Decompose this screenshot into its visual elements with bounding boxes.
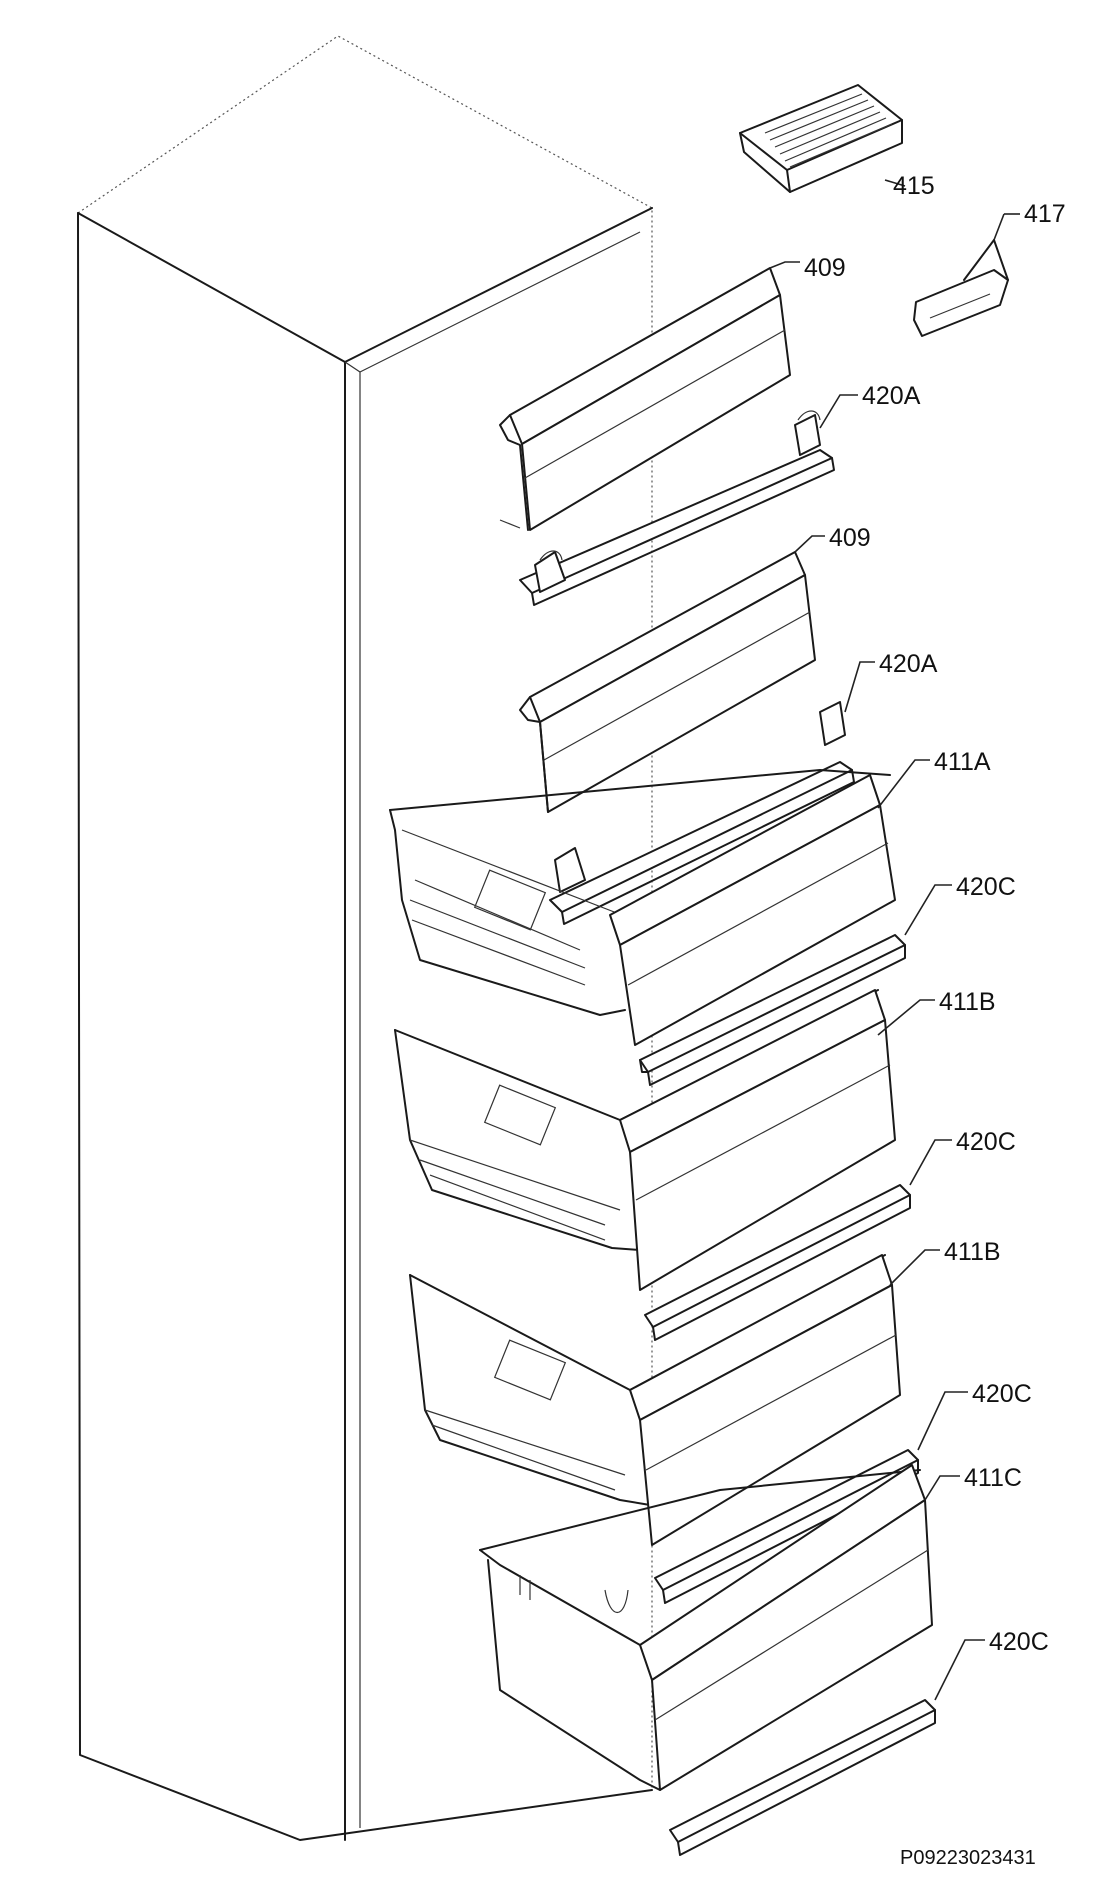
part-420c-rail-2 bbox=[644, 1184, 911, 1341]
part-411b-drawer-1 bbox=[394, 989, 896, 1291]
part-411b-drawer-2 bbox=[409, 1254, 901, 1546]
part-415-tray bbox=[739, 84, 903, 193]
part-409-flap-lower bbox=[519, 551, 816, 813]
document-code: P09223023431 bbox=[900, 1847, 1036, 1869]
callout-420a-upper: 420A bbox=[862, 382, 921, 410]
leader-lines bbox=[769, 179, 1020, 1701]
part-411a-drawer bbox=[389, 769, 896, 1046]
callout-420a-lower: 420A bbox=[879, 650, 938, 678]
part-409-flap-upper bbox=[499, 267, 791, 531]
part-420c-rail-1 bbox=[639, 934, 906, 1086]
callout-411c: 411C bbox=[964, 1464, 1022, 1492]
callout-420c-1: 420C bbox=[956, 873, 1016, 901]
callout-417: 417 bbox=[1024, 200, 1066, 228]
part-420c-rail-4 bbox=[669, 1699, 936, 1856]
callout-411a: 411A bbox=[934, 748, 991, 776]
callout-411b-1: 411B bbox=[939, 988, 996, 1016]
part-417-bracket bbox=[913, 239, 1009, 337]
cabinet bbox=[77, 35, 653, 1841]
callout-420c-4: 420C bbox=[989, 1628, 1049, 1656]
callout-labels: 415 417 409 420A 409 420A 411A 420C 411B… bbox=[804, 172, 1066, 1656]
part-420a-rail-lower bbox=[549, 701, 855, 925]
callout-411b-2: 411B bbox=[944, 1238, 1001, 1266]
callout-409-upper: 409 bbox=[804, 254, 846, 282]
callout-420c-3: 420C bbox=[972, 1380, 1032, 1408]
part-420c-rail-3 bbox=[654, 1449, 919, 1604]
part-420a-rail-upper bbox=[519, 410, 835, 606]
callout-420c-2: 420C bbox=[956, 1128, 1016, 1156]
callout-415: 415 bbox=[893, 172, 935, 200]
callout-409-lower: 409 bbox=[829, 524, 871, 552]
